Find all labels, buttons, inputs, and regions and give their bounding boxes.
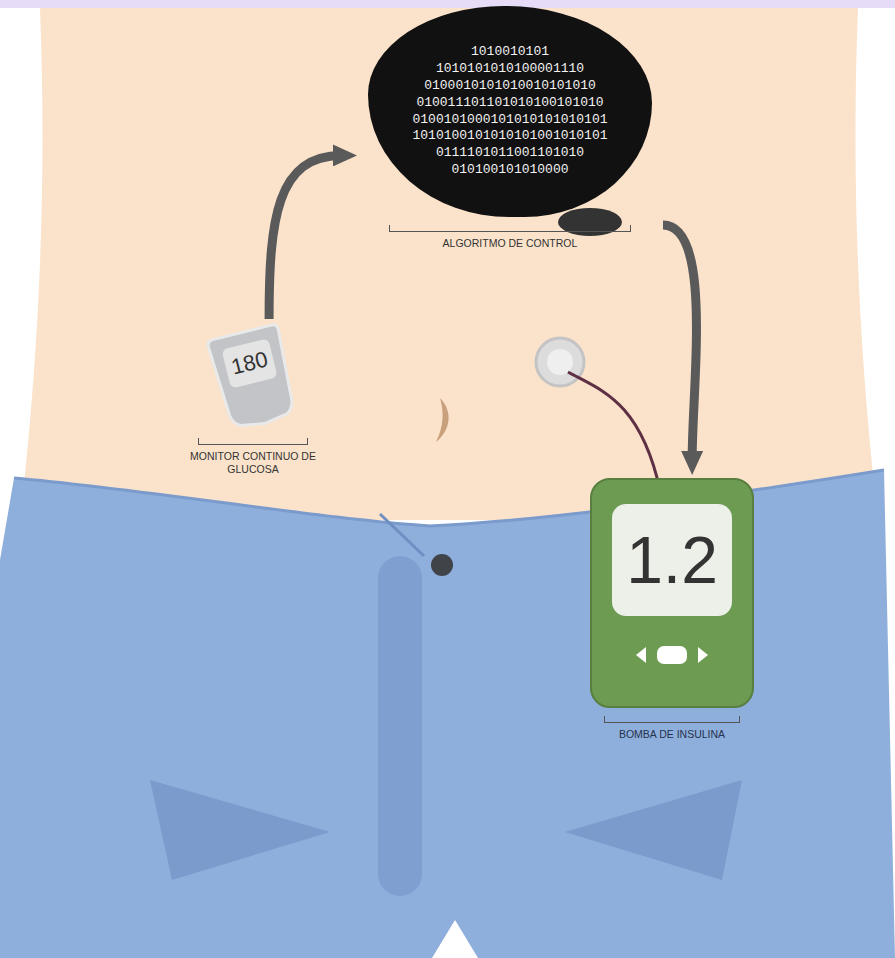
cgm-screen bbox=[221, 338, 277, 388]
pump-node: 1.2BOMBA DE INSULINA bbox=[588, 478, 756, 746]
jeans bbox=[0, 470, 895, 958]
leg-fold bbox=[565, 780, 742, 880]
part-label: ALGORITMO DE CONTROL bbox=[360, 237, 660, 250]
cgm-device: 180 bbox=[204, 319, 302, 434]
part-label: MONITOR CONTINUO DE GLUCOSA bbox=[186, 450, 320, 476]
navel bbox=[436, 398, 449, 442]
insulin-tube bbox=[568, 372, 660, 490]
button-left bbox=[636, 647, 646, 663]
cgm-figure: 180 bbox=[186, 322, 320, 430]
flow-arrow bbox=[269, 155, 341, 319]
fly-top bbox=[380, 514, 424, 556]
label-bracket bbox=[604, 716, 740, 723]
button-right bbox=[698, 647, 708, 663]
leg-fold bbox=[150, 780, 330, 880]
jeans-button bbox=[431, 554, 453, 576]
top-strip bbox=[0, 0, 895, 8]
pump-body: 1.2 bbox=[590, 478, 754, 708]
brain-node: 1010010101 1010101010100001110 010001010… bbox=[360, 6, 660, 255]
skin bbox=[20, 8, 878, 520]
label-bracket bbox=[198, 438, 307, 445]
flow-arrow bbox=[663, 225, 696, 459]
label-bracket bbox=[389, 225, 631, 232]
fly bbox=[378, 556, 422, 896]
pump-buttons bbox=[632, 640, 712, 670]
part-label: BOMBA DE INSULINA bbox=[588, 728, 756, 741]
brain-blob: 1010010101 1010101010100001110 010001010… bbox=[368, 6, 651, 217]
cgm-housing bbox=[207, 324, 300, 433]
infusion-site bbox=[536, 338, 584, 386]
binary-code: 1010010101 1010101010100001110 010001010… bbox=[412, 44, 607, 179]
insulin-dose: 1.2 bbox=[626, 527, 718, 593]
button-center bbox=[657, 646, 687, 664]
cgm-node: 180MONITOR CONTINUO DE GLUCOSA bbox=[186, 322, 320, 481]
pump-screen: 1.2 bbox=[612, 504, 732, 616]
